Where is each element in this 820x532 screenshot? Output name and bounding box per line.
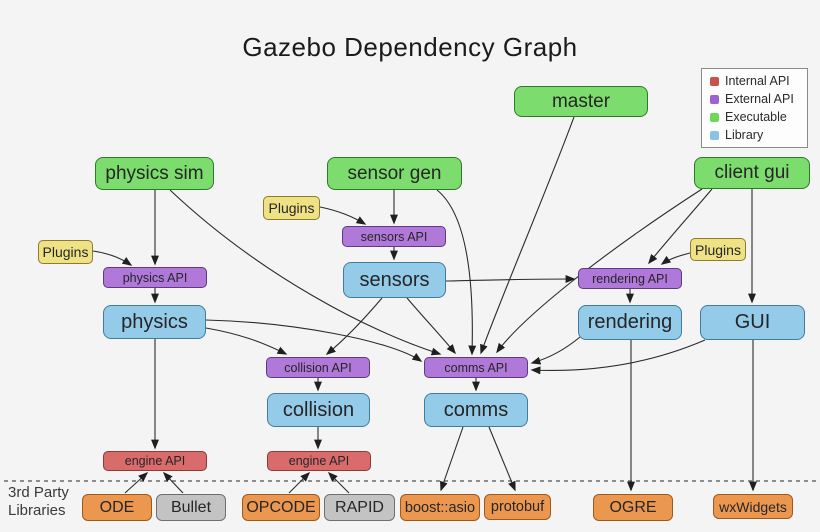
node-plugins-right: Plugins xyxy=(690,238,746,261)
legend-item-library: Library xyxy=(710,127,799,144)
edge-master-to-comms-api xyxy=(480,116,575,355)
node-sensors: sensors xyxy=(343,262,446,298)
node-ogre: OGRE xyxy=(593,494,673,521)
legend-label: External API xyxy=(725,91,794,106)
node-rapid: RAPID xyxy=(324,494,395,521)
edge-plugins-mid-to-sensors-api xyxy=(319,206,367,225)
node-bullet: Bullet xyxy=(156,494,226,521)
node-protobuf: protobuf xyxy=(484,494,551,520)
edge-physics-to-comms-api xyxy=(205,319,423,362)
node-sensor-gen: sensor gen xyxy=(327,157,462,190)
node-ode: ODE xyxy=(82,494,152,521)
library-swatch-icon xyxy=(710,130,719,140)
edge-bullet-to-engine-api-left xyxy=(162,471,184,494)
third-party-label-line1: 3rd Party xyxy=(8,484,69,501)
legend-label: Library xyxy=(725,127,764,142)
node-master: master xyxy=(514,86,648,117)
edge-plugins-left-to-physics-api xyxy=(92,250,133,266)
edge-sensors-to-collision-api xyxy=(325,297,383,355)
legend-item-executable: Executable xyxy=(710,109,799,126)
node-opcode: OPCODE xyxy=(242,494,320,521)
node-comms: comms xyxy=(424,393,528,427)
node-gui: GUI xyxy=(700,305,805,340)
node-collision: collision xyxy=(267,393,370,427)
legend-label: Executable xyxy=(725,109,787,124)
edge-gui-to-comms-api xyxy=(530,339,706,375)
legend: Internal API External API Executable Lib… xyxy=(701,68,808,148)
edge-rapid-to-engine-api-right xyxy=(327,471,350,494)
node-wxwidgets: wxWidgets xyxy=(713,494,793,519)
executable-swatch-icon xyxy=(710,112,719,122)
edge-comms-to-boost-asio xyxy=(440,426,464,492)
node-physics: physics xyxy=(103,305,206,339)
edge-comms-to-protobuf xyxy=(488,426,516,492)
node-physics-api: physics API xyxy=(103,267,207,288)
legend-item-external-api: External API xyxy=(710,91,799,108)
edge-sensor-gen-to-comms-api xyxy=(436,189,477,356)
node-rendering-api: rendering API xyxy=(578,268,682,289)
edge-sensors-to-comms-api xyxy=(406,297,456,355)
node-comms-api: comms API xyxy=(424,357,528,378)
node-physics-sim: physics sim xyxy=(95,157,214,190)
node-plugins-left: Plugins xyxy=(38,240,93,264)
edge-physics-to-collision-api xyxy=(205,327,288,355)
page-title: Gazebo Dependency Graph xyxy=(242,32,578,62)
edge-plugins-right-to-rendering-api xyxy=(660,252,691,265)
node-collision-api: collision API xyxy=(266,357,370,378)
third-party-label-line2: Libraries xyxy=(8,502,66,519)
node-engine-api-left: engine API xyxy=(103,451,207,471)
third-party-label: 3rd Party Libraries xyxy=(8,484,69,520)
node-boost-asio: boost::asio xyxy=(400,494,480,521)
legend-item-internal-api: Internal API xyxy=(710,73,799,90)
edge-physics-sim-to-comms-api xyxy=(169,189,442,356)
edge-client-gui-to-rendering-api xyxy=(648,188,713,265)
internal-api-swatch-icon xyxy=(710,76,719,86)
node-engine-api-right: engine API xyxy=(267,451,371,471)
node-sensors-api: sensors API xyxy=(342,226,446,247)
edge-rendering-to-comms-api xyxy=(530,336,581,365)
edge-client-gui-to-comms-api xyxy=(496,188,703,354)
node-client-gui: client gui xyxy=(694,157,810,189)
node-plugins-mid: Plugins xyxy=(263,196,320,220)
external-api-swatch-icon xyxy=(710,94,719,104)
edge-opcode-to-engine-api-right xyxy=(288,471,311,494)
node-rendering: rendering xyxy=(578,305,682,340)
legend-label: Internal API xyxy=(725,73,790,88)
edge-ode-to-engine-api-left xyxy=(124,472,149,494)
